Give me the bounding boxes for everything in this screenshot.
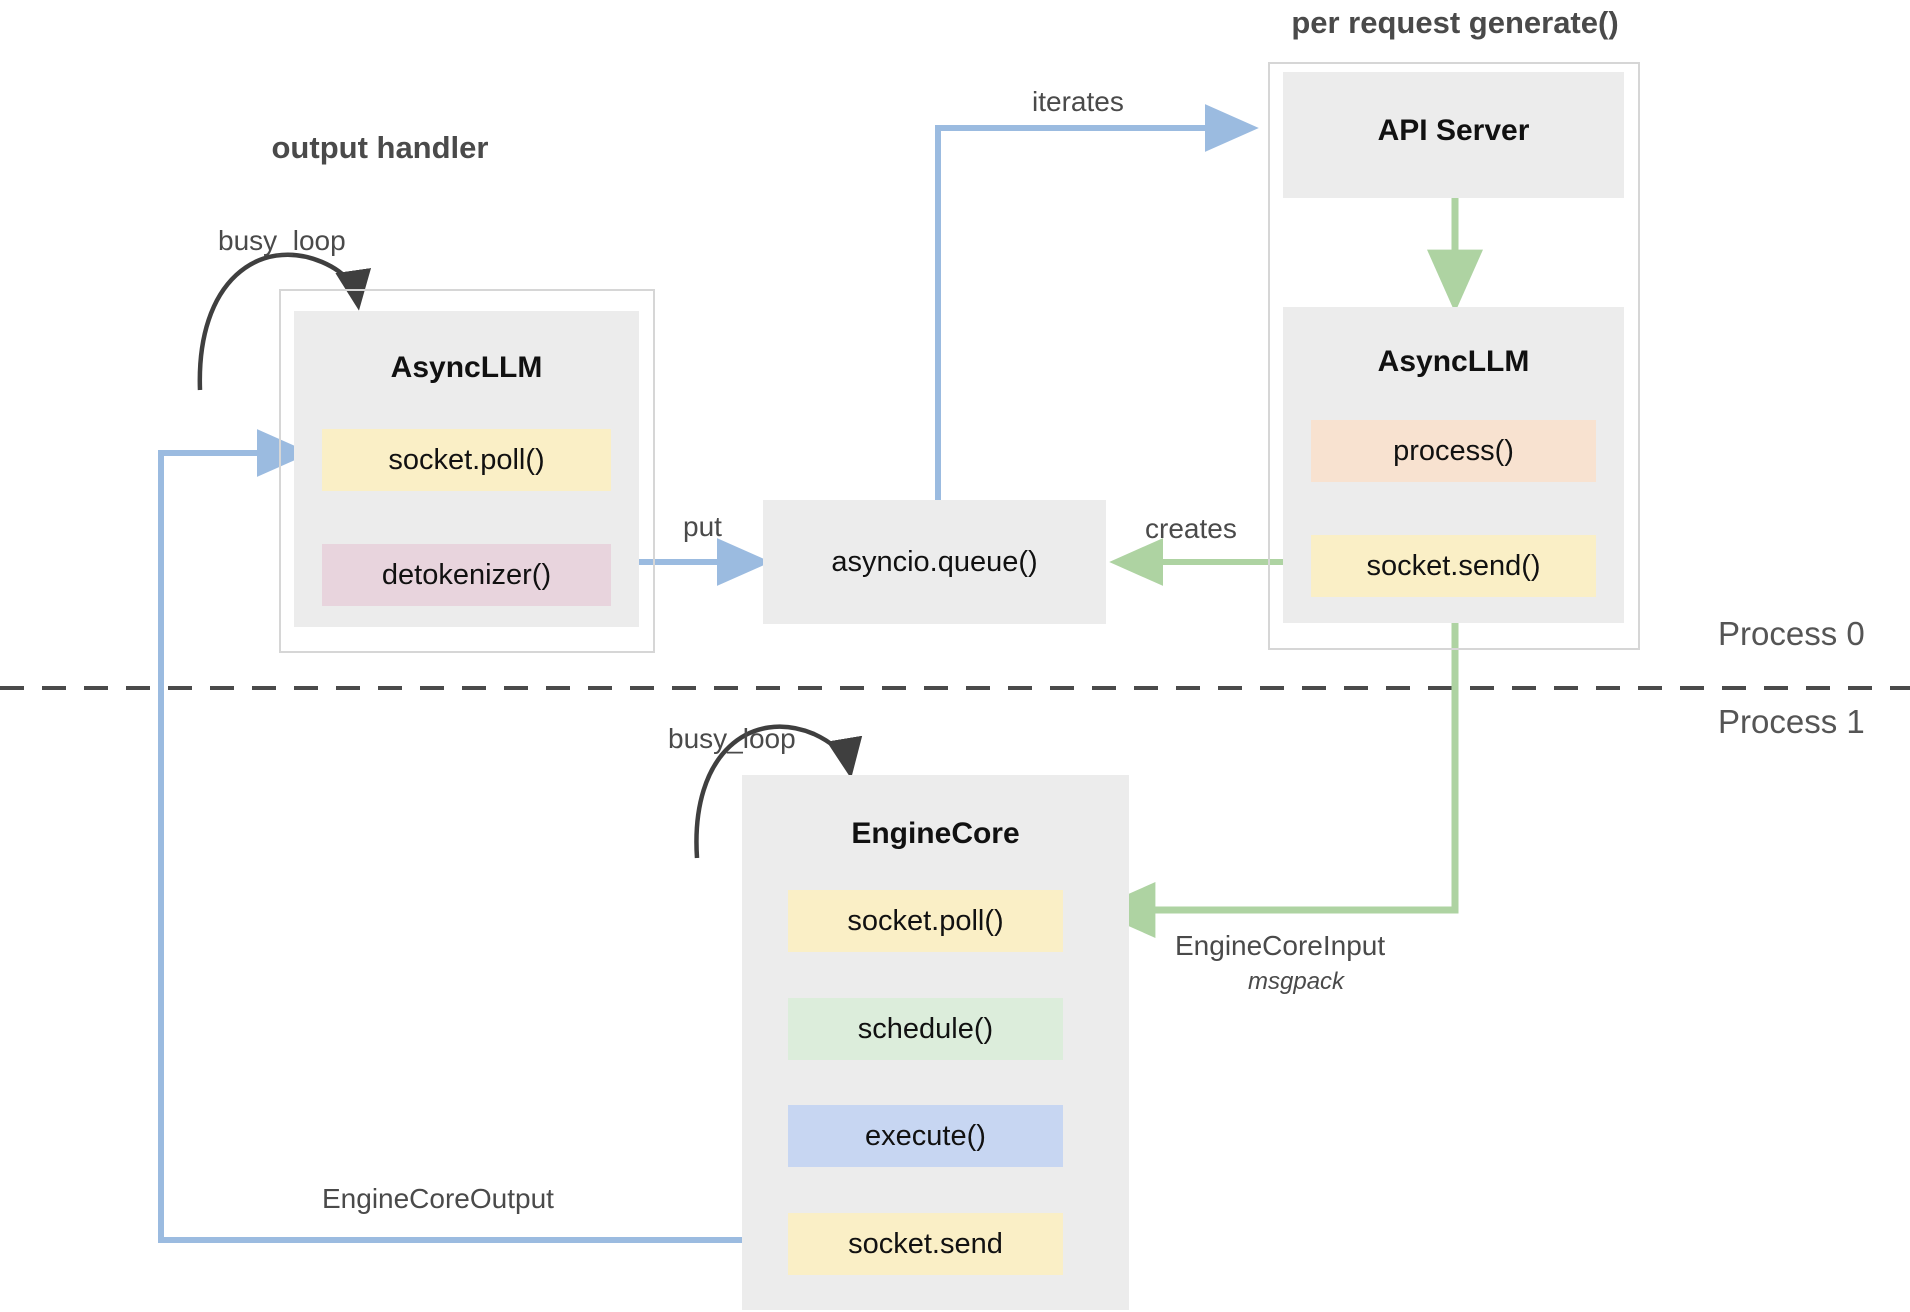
chip-socket-send-right[interactable]: socket.send()	[1311, 535, 1596, 597]
node-async-llm-per-request: AsyncLLM process() socket.send()	[1283, 307, 1624, 623]
edge-label-busy-loop-left: busy_loop	[218, 225, 346, 256]
node-api-server: API Server	[1283, 72, 1624, 198]
node-title-api-server: API Server	[1377, 114, 1530, 147]
node-title-async-llm-left: AsyncLLM	[390, 351, 543, 384]
chip-process[interactable]: process()	[1311, 420, 1596, 482]
chip-schedule[interactable]: schedule()	[788, 998, 1063, 1060]
chip-execute[interactable]: execute()	[788, 1105, 1063, 1167]
node-engine-core: EngineCore socket.poll() schedule() exec…	[742, 775, 1129, 1310]
node-title-engine-core: EngineCore	[851, 817, 1020, 850]
chip-socket-poll-left[interactable]: socket.poll()	[322, 429, 611, 491]
edge-label-put: put	[683, 511, 722, 542]
process-label-0: Process 0	[1718, 615, 1865, 652]
group-frame-per-request-generate	[1268, 62, 1640, 650]
edge-label-engine-core-output: EngineCoreOutput	[322, 1183, 554, 1214]
edge-label-engine-core-input: EngineCoreInput	[1175, 930, 1386, 961]
edge-label-creates: creates	[1145, 513, 1237, 544]
chip-detokenizer[interactable]: detokenizer()	[322, 544, 611, 606]
iterates-edge	[935, 104, 1259, 500]
group-frame-output-handler	[279, 289, 655, 653]
process-label-1: Process 1	[1718, 703, 1865, 740]
node-asyncio-queue: asyncio.queue()	[763, 500, 1106, 624]
node-title-async-llm-right: AsyncLLM	[1377, 345, 1530, 378]
edge-label-engine-core-input-msgpack: msgpack	[1248, 968, 1345, 995]
edge-label-iterates: iterates	[1032, 86, 1124, 117]
edge-label-busy-loop-enginecore: busy_loop	[668, 723, 796, 754]
group-title-output-handler: output handler	[271, 130, 489, 165]
group-title-per-request-generate: per request generate()	[1291, 5, 1619, 40]
chip-socket-poll-engine[interactable]: socket.poll()	[788, 890, 1063, 952]
node-async-llm-output-handler: AsyncLLM socket.poll() detokenizer()	[294, 311, 639, 627]
chip-socket-send-engine[interactable]: socket.send	[788, 1213, 1063, 1275]
